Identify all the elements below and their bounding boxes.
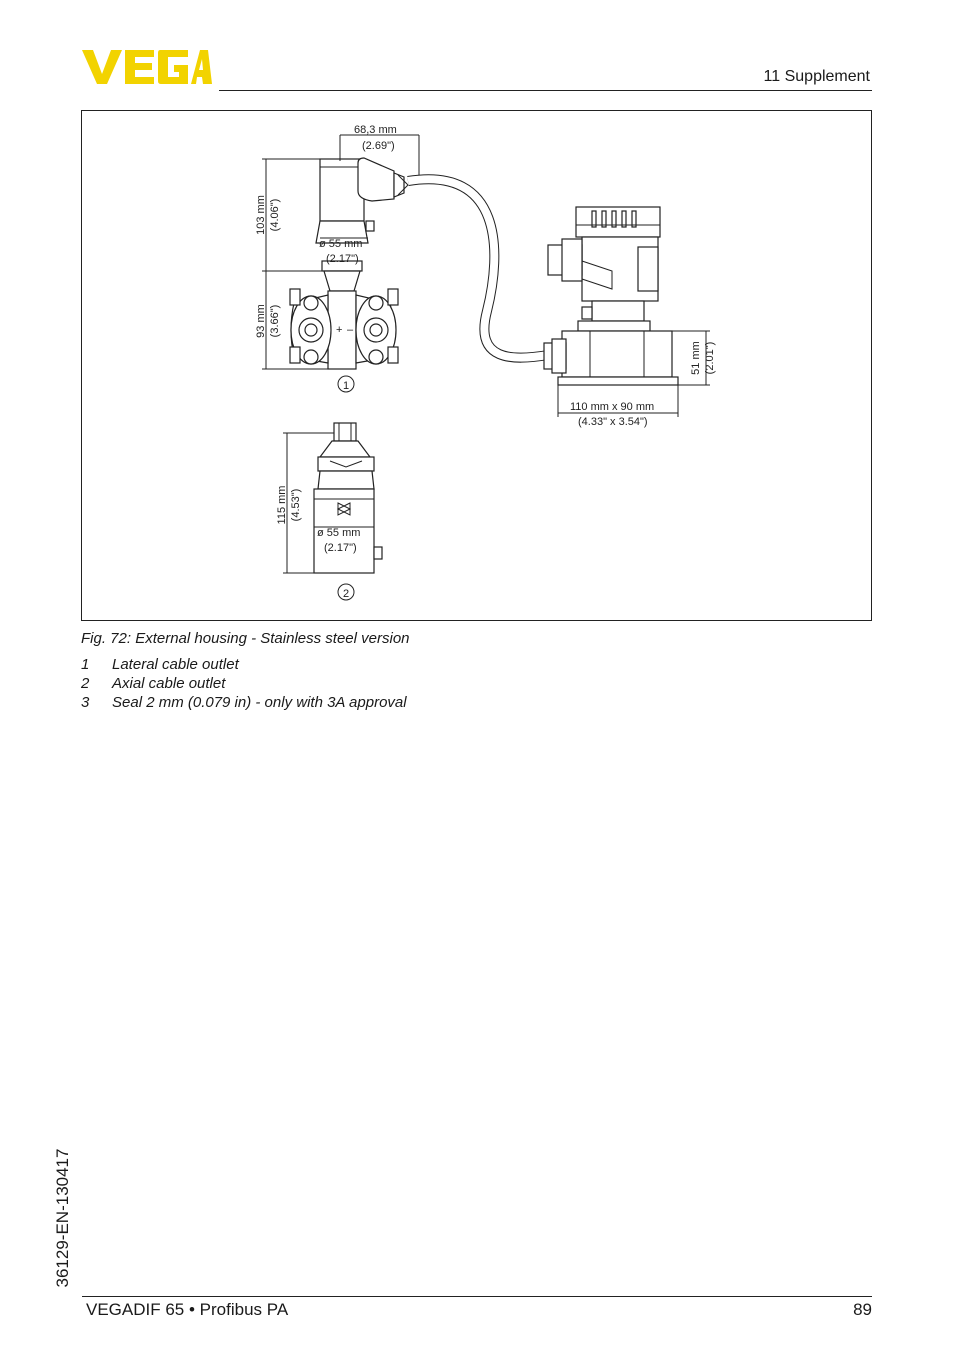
dim-top-width: 68,3 mm [354, 124, 397, 136]
legend-item: 1 Lateral cable outlet [81, 656, 407, 675]
dim-base-size-in: (4.33" x 3.54") [578, 416, 648, 428]
dim-base-size: 110 mm x 90 mm [570, 401, 654, 413]
vega-logo [82, 50, 212, 84]
figure-legend: 1 Lateral cable outlet 2 Axial cable out… [81, 656, 407, 713]
figure-frame: + – 68,3 mm (2.69") 103 mm (4.06") ø 55 … [81, 110, 872, 621]
marker-1: 1 [343, 380, 349, 392]
dim-height-upper-in: (4.06") [269, 199, 281, 232]
minus-sign: – [347, 324, 354, 336]
sensor-axial-outlet: 115 mm (4.53") ø 55 mm (2.17") 2 [276, 422, 383, 601]
marker-2: 2 [343, 588, 349, 600]
dim-dia-upper: ø 55 mm [319, 238, 362, 250]
dim-dia-upper-in: (2.17") [326, 253, 359, 265]
technical-drawing: + – 68,3 mm (2.69") 103 mm (4.06") ø 55 … [255, 124, 716, 601]
figure-caption: Fig. 72: External housing - Stainless st… [81, 630, 410, 647]
sensor-lateral-outlet: + – 68,3 mm (2.69") 103 mm (4.06") ø 55 … [255, 124, 420, 393]
legend-item: 2 Axial cable outlet [81, 675, 407, 694]
dim-dia-axial-in: (2.17") [324, 542, 357, 554]
footer-rule [82, 1296, 872, 1297]
dim-height-axial: 115 mm [276, 486, 288, 525]
dim-top-width-in: (2.69") [362, 140, 395, 152]
legend-number: 1 [81, 656, 90, 673]
dim-height-flange: 93 mm [255, 304, 267, 338]
page-number: 89 [853, 1300, 872, 1319]
header-rule [219, 90, 872, 91]
legend-text: Axial cable outlet [112, 675, 226, 692]
dim-dia-axial: ø 55 mm [317, 527, 360, 539]
dim-height-axial-in: (4.53") [290, 489, 302, 522]
dim-base-height-in: (2.01") [704, 342, 716, 375]
plus-sign: + [336, 324, 342, 336]
legend-number: 3 [81, 694, 90, 711]
legend-text: Seal 2 mm (0.079 in) - only with 3A appr… [112, 694, 407, 711]
section-title: 11 Supplement [763, 68, 870, 85]
footer-title: VEGADIF 65 • Profibus PA [86, 1300, 289, 1319]
external-housing: 51 mm (2.01") 110 mm x 90 mm (4.33" x 3.… [543, 206, 716, 428]
dim-base-height: 51 mm [690, 341, 702, 375]
dim-height-flange-in: (3.66") [269, 305, 281, 338]
legend-item: 3 Seal 2 mm (0.079 in) - only with 3A ap… [81, 694, 407, 713]
legend-text: Lateral cable outlet [112, 656, 239, 673]
legend-number: 2 [81, 675, 90, 692]
document-id: 36129-EN-130417 [52, 1138, 74, 1298]
dim-height-upper: 103 mm [255, 195, 267, 235]
document-id-text: 36129-EN-130417 [53, 1148, 72, 1288]
